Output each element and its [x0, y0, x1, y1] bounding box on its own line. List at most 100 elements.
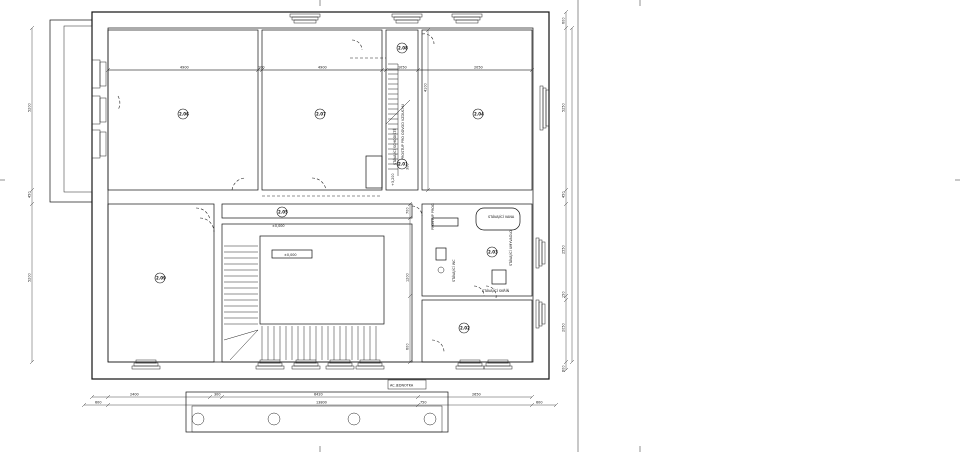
wc-cistern [435, 247, 447, 261]
window-sill [535, 299, 540, 329]
service-niche [365, 155, 383, 189]
balcony-post [191, 412, 205, 426]
dim-tick [425, 187, 431, 193]
door-arc [351, 39, 363, 51]
dim-text: 600 [95, 401, 101, 405]
corridor-outline [221, 203, 413, 219]
door-arc [485, 285, 497, 299]
room-tag-circle [396, 42, 408, 54]
dim-tick [569, 359, 575, 365]
dim-tick [89, 394, 95, 400]
dim-tick [383, 67, 389, 73]
dim-text: 6420 [314, 393, 323, 397]
duct-box [431, 217, 459, 227]
door-arc [421, 33, 435, 45]
level-box [271, 249, 313, 259]
window-sill [293, 362, 319, 367]
small-level: +3,200 [391, 173, 395, 186]
dim-text: 450 [28, 192, 32, 198]
window-sill [483, 365, 513, 370]
hall-level: ±0,000 [272, 224, 285, 228]
window-sill [451, 13, 483, 18]
dim-tick [529, 67, 535, 73]
dim-text: 600 [562, 366, 566, 372]
window-sill [457, 362, 483, 367]
window-sill [355, 365, 385, 370]
dim-text: 700 [406, 208, 410, 214]
window-sill [291, 365, 321, 370]
window-left [99, 61, 107, 87]
dim-tick [563, 201, 569, 207]
dim-tick [29, 359, 35, 365]
dim-text: 100 [258, 66, 264, 70]
door-arc [195, 207, 211, 221]
dim-tick [259, 67, 265, 73]
room-208-outline [385, 29, 419, 191]
window-sill [293, 19, 317, 24]
window-sill [131, 365, 161, 370]
dim-tick [29, 187, 35, 193]
dim-text: 750 [420, 401, 426, 405]
dim-text: 4900 [180, 66, 189, 70]
window-sill [538, 239, 543, 267]
dim-tick [81, 402, 87, 408]
dim-tick [29, 201, 35, 207]
window-sill [329, 359, 351, 364]
dim-tick [105, 394, 111, 400]
room-tag-circle [314, 108, 326, 120]
cabinet-label: STÁVAJÍCÍ SKŘÍŇ [482, 288, 510, 293]
dim-text: 13800 [316, 401, 327, 405]
room-tag-id: 2.08 [398, 45, 408, 50]
dim-tick [219, 394, 225, 400]
dim-tick [563, 297, 569, 303]
dim-tick [207, 394, 213, 400]
room-tag-id: 2.01 [398, 161, 408, 166]
dim-tick [563, 293, 569, 299]
room-tag-circle [458, 322, 470, 334]
dim-tick [407, 293, 413, 299]
wc-bowl [437, 266, 445, 274]
window-sill [393, 16, 421, 21]
room-204-outline [421, 29, 533, 191]
dim-tick [415, 402, 421, 408]
window-sill [545, 89, 550, 127]
window-sill [359, 359, 381, 364]
window-sill [327, 362, 353, 367]
balcony [185, 391, 449, 433]
dim-tick [563, 9, 569, 15]
dim-tick [425, 27, 431, 33]
window-sill [289, 13, 321, 18]
window-sill [259, 359, 281, 364]
room-tag-id: 2.03 [488, 249, 498, 254]
dim-tick [563, 187, 569, 193]
windows [91, 13, 550, 370]
dim-text: 2650 [472, 393, 481, 397]
dim-text: 300 [406, 164, 410, 170]
dim-tick [553, 402, 559, 408]
window-left [91, 95, 101, 125]
inner-wall-line [107, 27, 534, 363]
dim-tick [563, 25, 569, 31]
room-tag-id: 2.09 [156, 275, 166, 280]
dim-tick [563, 367, 569, 373]
dim-text: 4900 [318, 66, 327, 70]
ac-unit-box [387, 379, 427, 390]
window-sill [485, 362, 511, 367]
room-209-outline [107, 203, 215, 363]
dim-tick [529, 394, 535, 400]
existing-stair-label: STÁVAJÍCÍ SCHODIŠTĚ [392, 128, 397, 165]
dim-tick [563, 359, 569, 365]
room-207-outline [261, 29, 383, 191]
ac-unit-label: AC JEDNOTKA [390, 384, 414, 388]
room-203-outline [421, 203, 533, 297]
window-sill [291, 16, 319, 21]
window-sill [542, 87, 547, 129]
room-tag-circle [154, 272, 166, 284]
window-left [91, 59, 101, 89]
room-tag-id: 2.06 [179, 111, 189, 116]
balcony-post [267, 412, 281, 426]
window-sill [459, 359, 481, 364]
